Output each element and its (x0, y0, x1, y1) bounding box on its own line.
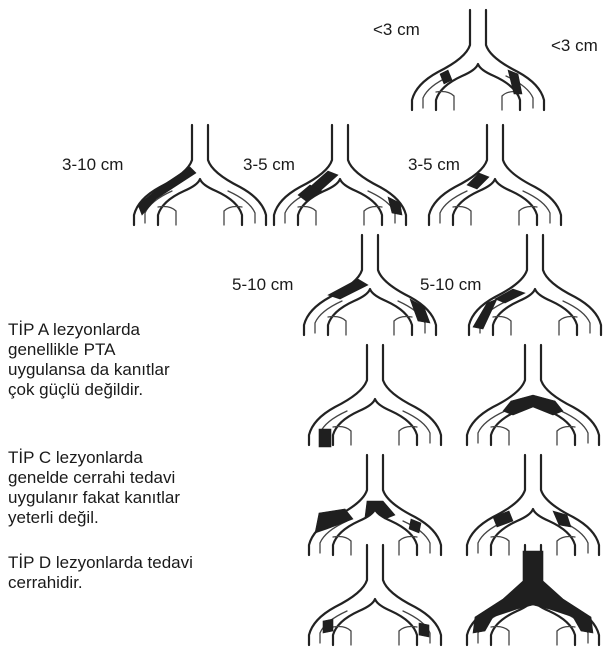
length-label-r3-a: 5-10 cm (232, 275, 293, 295)
bifurcation-r2-c (429, 125, 561, 225)
length-label-r2-b: 3-5 cm (243, 155, 295, 175)
bifurcation-r5-a (309, 455, 441, 555)
length-label-r2-a: 3-10 cm (62, 155, 123, 175)
note-tip-c: TİP C lezyonlarda genelde cerrahi tedavi… (8, 448, 208, 528)
bifurcation-r6-b (467, 545, 599, 645)
note-tip-d: TİP D lezyonlarda tedavi cerrahidir. (8, 553, 218, 593)
note-tip-a: TİP A lezyonlarda genellikle PTA uygulan… (8, 320, 193, 400)
bifurcation-r4-b (467, 345, 599, 445)
bifurcation-r1 (412, 10, 544, 110)
length-label-r2-c: 3-5 cm (408, 155, 460, 175)
length-label-r1-left: <3 cm (373, 20, 420, 40)
bifurcation-r6-a (309, 545, 441, 645)
bifurcation-r2-b (274, 125, 406, 225)
length-label-r3-b: 5-10 cm (420, 275, 481, 295)
bifurcation-r3-a (304, 235, 436, 335)
bifurcation-r4-a (309, 345, 441, 447)
bifurcation-r5-b (467, 455, 599, 555)
bifurcation-r3-b (469, 235, 601, 335)
bifurcation-r2-a (134, 125, 266, 225)
length-label-r1-right: <3 cm (551, 36, 598, 56)
